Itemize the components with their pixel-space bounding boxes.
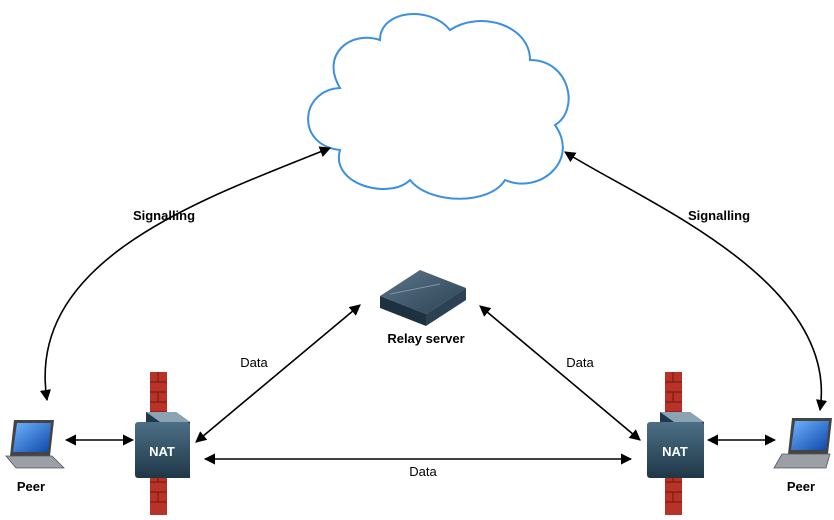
laptop-left-icon: [5, 420, 65, 469]
peer-label-right: Peer: [787, 479, 815, 494]
signalling-label-left: Signalling: [133, 208, 195, 223]
relay-server-icon: [380, 270, 466, 326]
signalling-label-right: Signalling: [688, 208, 750, 223]
nat-right-icon: [647, 412, 704, 478]
peer-label-left: Peer: [17, 479, 45, 494]
data-arrow-left: [195, 304, 361, 443]
nat-label-right: NAT: [662, 444, 688, 459]
laptop-right-icon: [773, 418, 832, 469]
signalling-arrow-left: [39, 146, 332, 402]
cloud-shape: [307, 13, 570, 200]
nat-left-icon: [135, 412, 190, 478]
relay-server-label: Relay server: [387, 331, 464, 346]
data-label-left: Data: [240, 355, 268, 370]
signalling-arrow-right: [564, 151, 828, 412]
data-arrow-right: [479, 305, 641, 441]
data-label-bottom: Data: [409, 464, 437, 479]
nat-label-left: NAT: [149, 444, 175, 459]
data-label-right: Data: [566, 355, 594, 370]
